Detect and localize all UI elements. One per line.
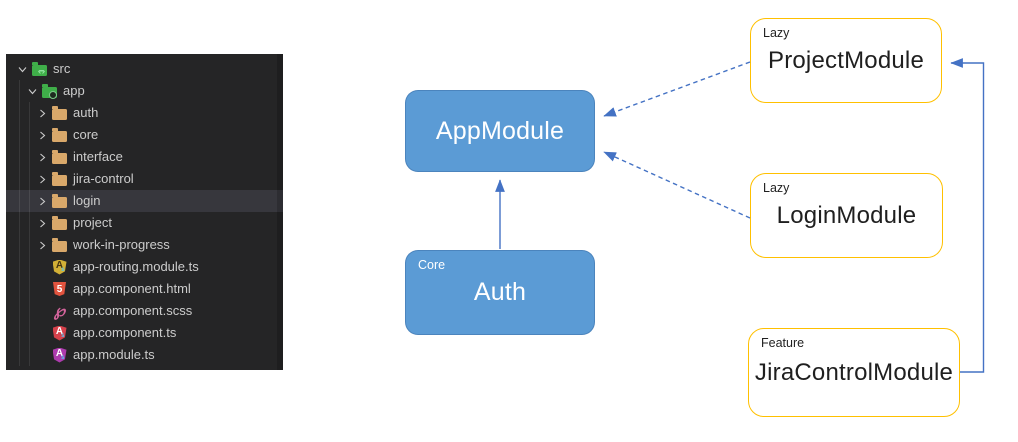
node-auth: Core Auth [405,250,595,335]
folder-app-icon [40,83,59,99]
edge-projectmodule-to-appmodule [603,61,751,117]
scrollbar-track[interactable] [277,54,283,370]
tree-item-label: project [73,215,113,230]
chevron-right-icon[interactable] [34,131,50,140]
tree-item-label: app.component.html [73,281,191,296]
tree-item-label: jira-control [73,171,134,186]
tree-item-interface[interactable]: interface [6,146,283,168]
file-explorer-panel: src app auth core interface jira-control login… [6,54,283,370]
chevron-down-icon[interactable] [14,65,30,74]
chevron-right-icon[interactable] [34,109,50,118]
tree-item-project[interactable]: project [6,212,283,234]
chevron-right-icon[interactable] [34,219,50,228]
tree-item-label: src [53,61,71,76]
node-badge: Core [418,258,446,272]
tree-item-label: app.component.scss [73,303,193,318]
tree-item-label: app.module.ts [73,347,155,362]
chevron-right-icon[interactable] [34,153,50,162]
tree-item-label: work-in-progress [73,237,170,252]
file-explorer-tree: src app auth core interface jira-control login… [6,58,283,370]
tree-item-label: core [73,127,99,142]
edge-jiracontrolmodule-to-projectmodule [950,58,985,373]
edge-loginmodule-to-appmodule [603,151,751,219]
node-jiracontrolmodule: Feature JiraControlModule [748,328,960,417]
node-badge: Feature [761,336,805,350]
html5-icon: 5 [50,282,69,296]
node-projectmodule: Lazy ProjectModule [750,18,942,103]
tree-item-app[interactable]: app [6,80,283,102]
node-label: ProjectModule [767,46,924,74]
folder-icon [50,215,69,230]
node-label: LoginModule [776,201,917,229]
tree-item-label: app.component.ts [73,325,177,340]
node-appmodule: AppModule [405,90,595,172]
indent-guide [29,102,30,366]
node-label: JiraControlModule [754,358,954,386]
node-label: Auth [473,278,527,306]
tree-item-core[interactable]: core [6,124,283,146]
folder-src-icon [30,61,49,76]
tree-item-label: app-routing.module.ts [73,259,199,274]
tree-item-auth[interactable]: auth [6,102,283,124]
node-badge: Lazy [763,181,790,195]
chevron-down-icon[interactable] [24,87,40,96]
chevron-right-icon[interactable] [34,241,50,250]
tree-item-app.component.html[interactable]: 5 app.component.html [6,278,283,300]
indent-guide [19,80,20,366]
folder-icon [50,237,69,252]
node-label: AppModule [435,116,565,145]
tree-item-label: app [63,83,85,98]
tree-item-work-in-progress[interactable]: work-in-progress [6,234,283,256]
tree-item-src[interactable]: src [6,58,283,80]
folder-icon [50,149,69,164]
tree-item-label: login [73,193,101,208]
folder-icon [50,171,69,186]
sass-icon: ℘ [53,301,66,320]
folder-icon [50,193,69,208]
tree-item-label: interface [73,149,123,164]
folder-icon [50,105,69,120]
tree-item-jira-control[interactable]: jira-control [6,168,283,190]
chevron-right-icon[interactable] [34,197,50,206]
node-loginmodule: Lazy LoginModule [750,173,943,258]
tree-item-label: auth [73,105,99,120]
tree-item-app.component.scss[interactable]: ℘ app.component.scss [6,300,283,322]
tree-item-login[interactable]: login [6,190,283,212]
chevron-right-icon[interactable] [34,175,50,184]
node-badge: Lazy [763,26,790,40]
folder-icon [50,127,69,142]
